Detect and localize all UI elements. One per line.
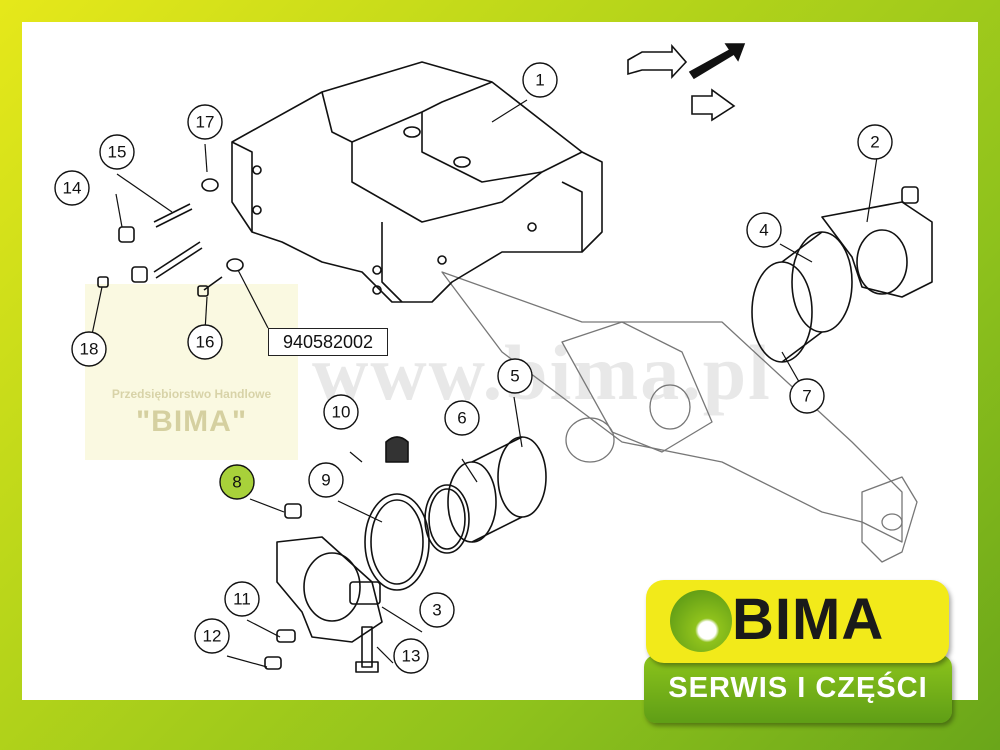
washer-17 [201, 178, 244, 272]
callout-16: 16 [187, 324, 223, 360]
watermark-company-name: "BIMA" [135, 405, 248, 438]
logo-tag-panel: SERWIS I CZĘŚCI [644, 655, 952, 723]
callout-circle [99, 134, 135, 170]
nut-14 [118, 226, 148, 283]
callout-2: 2 [857, 124, 893, 160]
callout-6: 6 [444, 400, 480, 436]
callout-7: 7 [789, 378, 825, 414]
bima-logo: SERWIS I CZĘŚCI BIMA [644, 580, 952, 726]
callout-3: 3 [419, 592, 455, 628]
pin-18 [97, 276, 109, 288]
callout-10: 10 [323, 394, 359, 430]
callout-label: 14 [63, 179, 82, 198]
grease-plug-10 [385, 436, 409, 463]
callout-circle [522, 62, 558, 98]
callout-label: 15 [108, 143, 127, 162]
callout-circle [219, 464, 255, 500]
diagram-canvas: Przedsiębiorstwo Handlowe "BIMA" www.bim… [22, 22, 978, 700]
grease-nipple-12 [264, 656, 282, 670]
callout-label: 9 [321, 471, 330, 490]
callout-label: 11 [233, 590, 251, 609]
callout-circle [308, 462, 344, 498]
callout-label: 5 [510, 367, 519, 386]
callout-label: 12 [203, 627, 222, 646]
callout-4: 4 [746, 212, 782, 248]
callout-label: 2 [870, 133, 879, 152]
callout-circle [323, 394, 359, 430]
seal-9 [364, 493, 430, 591]
o-ring-6 [424, 484, 470, 554]
callout-label: 4 [759, 221, 768, 240]
direction-arrows [627, 43, 746, 122]
leader-lines [89, 99, 878, 668]
front-axle-support [231, 61, 603, 303]
callout-circle [746, 212, 782, 248]
callout-9: 9 [308, 462, 344, 498]
callout-label: 1 [535, 71, 544, 90]
callout-circle [187, 104, 223, 140]
bushing-5 [447, 436, 547, 543]
logo-ball-icon [670, 590, 732, 652]
logo-tagline: SERWIS I CZĘŚCI [668, 672, 928, 704]
callout-circle [194, 618, 230, 654]
callout-label: 8 [232, 473, 241, 492]
callout-12: 12 [194, 618, 230, 654]
callout-label: 16 [196, 333, 215, 352]
callout-label: 6 [457, 409, 466, 428]
callout-circle [789, 378, 825, 414]
callout-label: 18 [80, 340, 99, 359]
callout-label: 7 [802, 387, 811, 406]
callout-18: 18 [71, 331, 107, 367]
callout-label: 10 [332, 403, 351, 422]
callout-circle [444, 400, 480, 436]
callout-label: 13 [402, 647, 421, 666]
callout-circle [54, 170, 90, 206]
callout-14: 14 [54, 170, 90, 206]
bolt-16 [197, 276, 223, 297]
bolt-13 [355, 626, 379, 673]
logo-brand-text: BIMA [732, 587, 885, 652]
callout-circle [497, 358, 533, 394]
watermark-company-line: Przedsiębiorstwo Handlowe [111, 387, 272, 401]
callout-label: 17 [196, 113, 215, 132]
callout-circle [224, 581, 260, 617]
watermark-url: www.bima.pl [312, 329, 772, 416]
callout-label: 3 [432, 601, 441, 620]
callout-circle [71, 331, 107, 367]
callout-8: 8 [219, 464, 255, 500]
plug-8 [284, 503, 302, 519]
stud-15 [153, 203, 203, 279]
bracket-3 [276, 536, 383, 643]
grease-nipple-11 [276, 629, 296, 643]
arrow-right-icon [691, 88, 736, 122]
callout-11: 11 [224, 581, 260, 617]
logo-brand-panel: BIMA [646, 580, 949, 663]
callout-1: 1 [522, 62, 558, 98]
part-code-label: 940582002 [268, 328, 388, 356]
bushing-4 [751, 231, 853, 363]
callout-15: 15 [99, 134, 135, 170]
callout-17: 17 [187, 104, 223, 140]
callout-circle [187, 324, 223, 360]
axle-housing [441, 271, 918, 563]
arrow-left-icon [627, 43, 688, 80]
arrow-forward-icon [688, 43, 746, 80]
callout-circle [393, 638, 429, 674]
callout-circle [857, 124, 893, 160]
bracket-2 [821, 186, 933, 298]
callout-5: 5 [497, 358, 533, 394]
watermark-badge: Przedsiębiorstwo Handlowe "BIMA" [85, 284, 298, 460]
callout-13: 13 [393, 638, 429, 674]
callout-circle [419, 592, 455, 628]
